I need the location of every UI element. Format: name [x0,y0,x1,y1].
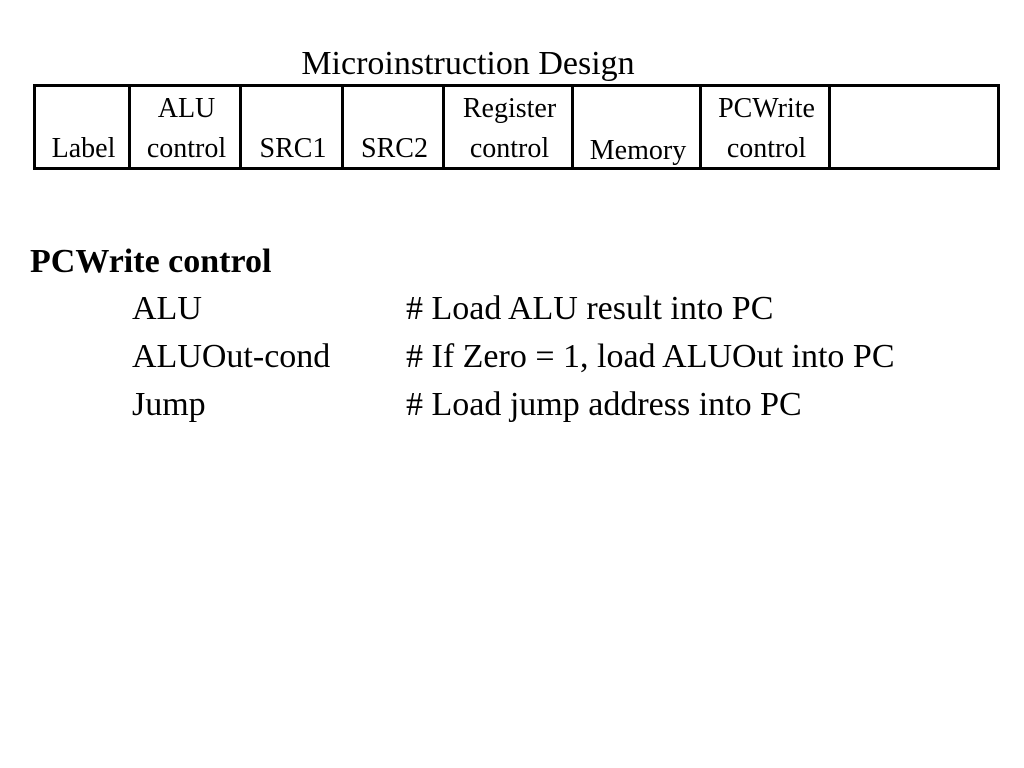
field-divider [341,87,344,167]
option-comment: # Load ALU result into PC [406,290,774,327]
field-pcwrite-control-line2: control [726,133,807,164]
field-register-control-line2: control [469,133,550,164]
option-name: ALUOut-cond [132,338,331,375]
field-divider [128,87,131,167]
field-src2-line2: SRC2 [361,133,428,164]
field-src1-line2: SRC1 [259,133,327,164]
option-comment: # If Zero = 1, load ALUOut into PC [406,338,895,375]
field-pcwrite-control-line1: PCWrite [718,93,815,124]
field-label-line2: Label [51,133,116,164]
field-divider [699,87,702,167]
option-row: ALU # Load ALU result into PC [0,289,1024,337]
option-name: Jump [132,386,206,423]
field-divider [828,87,831,167]
field-memory-line2: Memory [589,135,687,166]
microinstruction-field-table: Label ALU control SRC1 SRC2 Register con… [33,84,1000,170]
field-divider [442,87,445,167]
field-divider [239,87,242,167]
section-heading: PCWrite control [30,243,272,280]
option-name: ALU [132,290,202,327]
slide-title: Microinstruction Design [301,45,635,82]
field-register-control-line1: Register [462,93,557,124]
option-row: ALUOut-cond # If Zero = 1, load ALUOut i… [0,337,1024,385]
option-row: Jump # Load jump address into PC [0,385,1024,433]
option-comment: # Load jump address into PC [406,386,802,423]
field-alu-control-line2: control [146,133,227,164]
field-divider [571,87,574,167]
field-alu-control-line1: ALU [157,93,216,124]
